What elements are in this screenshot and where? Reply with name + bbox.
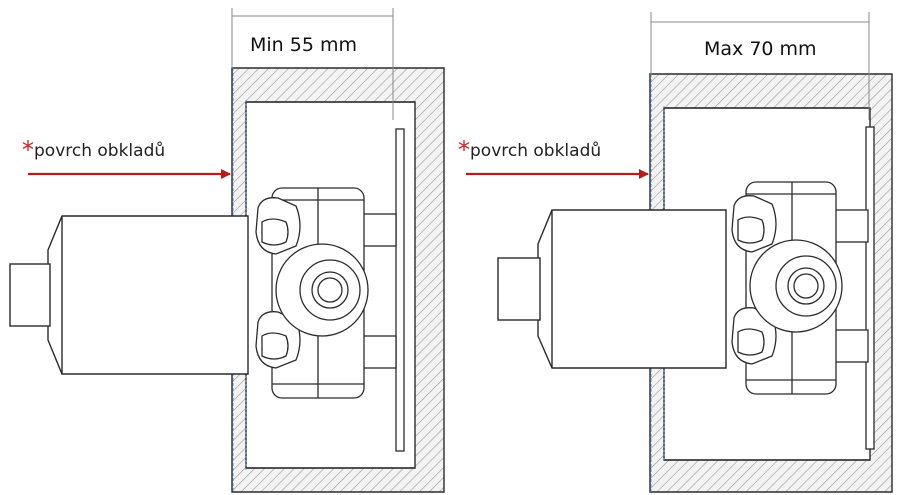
left-mixer-handle (9, 215, 249, 375)
right-panel (466, 12, 893, 493)
left-valve-body (255, 187, 397, 399)
left-asterisk: * (22, 136, 34, 164)
left-dimension-label: Min 55 mm (250, 34, 357, 56)
right-dimension-lines (650, 12, 870, 120)
left-dimension-lines (231, 8, 394, 120)
right-surface-note-text: povrch obkladů (470, 141, 602, 161)
right-back-plate (865, 126, 875, 450)
left-back-plate (395, 128, 405, 452)
right-valve-body (731, 181, 869, 395)
right-mixer-handle (497, 209, 727, 369)
left-surface-note-text: povrch obkladů (34, 141, 166, 161)
right-surface-note: *povrch obkladů (458, 136, 601, 164)
right-asterisk: * (458, 136, 470, 164)
left-surface-note: *povrch obkladů (22, 136, 165, 164)
right-dimension-label: Max 70 mm (704, 38, 817, 60)
left-panel (9, 8, 445, 493)
